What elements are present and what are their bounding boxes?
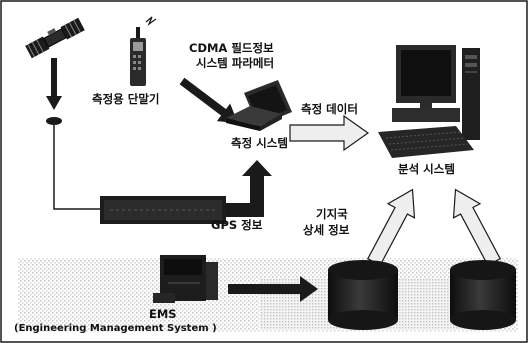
ems-full-name-label: (Engineering Management System ) <box>14 323 217 334</box>
base-station-label: 기지국 <box>316 207 348 221</box>
analysis-system-label: 분석 시스템 <box>398 162 455 176</box>
satellite-icon <box>25 17 85 59</box>
arrow-gps-to-laptop <box>226 160 272 217</box>
terminal-label: 측정용 단말기 <box>92 92 160 106</box>
database-cylinder-icon <box>328 260 398 330</box>
arrow-base-station-to-analysis <box>367 188 416 267</box>
arrow-satellite-to-antenna <box>46 58 62 110</box>
arrow-measure-data <box>289 114 370 152</box>
cdma-field-label: CDMA 필드정보 <box>189 41 274 55</box>
ems-title-label: EMS <box>149 307 177 321</box>
laptop-icon <box>226 80 292 131</box>
gps-receiver-icon <box>100 196 226 224</box>
ems-server-icon <box>153 255 218 303</box>
arrow-ems-to-database <box>228 276 318 302</box>
measure-data-label: 측정 데이터 <box>301 102 358 116</box>
database-cylinder-icon-2 <box>450 260 516 330</box>
desktop-computer-icon <box>378 45 480 158</box>
mobile-phone-icon <box>130 16 157 86</box>
system-parameter-label: 시스템 파라메터 <box>196 56 275 70</box>
measure-system-label: 측정 시스템 <box>231 136 288 150</box>
arrow-db2-to-analysis <box>452 188 501 267</box>
gps-antenna-icon <box>46 117 62 125</box>
detail-info-label: 상세 정보 <box>303 223 350 237</box>
gps-info-label: GPS 정보 <box>211 218 263 232</box>
antenna-cable <box>53 125 100 210</box>
